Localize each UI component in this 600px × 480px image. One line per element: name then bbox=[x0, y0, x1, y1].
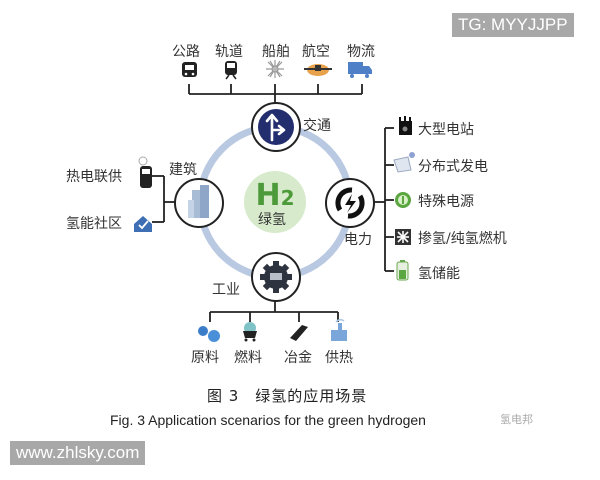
industry-item-heating: 供热 bbox=[325, 350, 353, 366]
special-power-icon bbox=[395, 192, 411, 208]
factory-icon bbox=[331, 318, 347, 341]
power-item-turbine: 掺氢/纯氢燃机 bbox=[418, 231, 507, 247]
train-icon bbox=[225, 61, 237, 80]
power-cycle-icon bbox=[335, 187, 365, 219]
power-hub bbox=[325, 178, 375, 228]
building-hub bbox=[174, 178, 224, 228]
industry-item-fuel: 燃料 bbox=[234, 350, 262, 366]
turbine-icon bbox=[395, 229, 411, 245]
solar-panel-icon bbox=[393, 152, 415, 173]
truck-icon bbox=[348, 62, 372, 78]
gear-icon bbox=[260, 261, 292, 293]
industry-item-feedstock: 原料 bbox=[191, 350, 219, 366]
caption-english: Fig. 3 Application scenarios for the gre… bbox=[110, 412, 426, 428]
industry-item-metallurgy: 冶金 bbox=[284, 350, 312, 366]
hub-label-power: 电力 bbox=[344, 232, 372, 248]
watermark-top-right: TG: MYYJJPP bbox=[452, 13, 574, 37]
ship-icon bbox=[266, 60, 284, 78]
building-item-chp: 热电联供 bbox=[66, 169, 122, 185]
chp-unit-icon bbox=[138, 156, 152, 188]
hub-label-transport: 交通 bbox=[303, 118, 331, 134]
center-disc bbox=[244, 171, 306, 233]
wechat-source-watermark: 氢电邦 bbox=[500, 413, 533, 426]
transport-hub bbox=[251, 102, 301, 152]
caption-chinese: 图 3 绿氢的应用场景 bbox=[207, 387, 368, 405]
steel-bar-icon bbox=[290, 325, 308, 341]
center-label: 绿氢 bbox=[258, 212, 286, 228]
transport-tree-lines bbox=[188, 84, 363, 103]
bus-icon bbox=[182, 62, 197, 77]
molecules-icon bbox=[198, 326, 220, 342]
building-tree-lines bbox=[152, 175, 175, 223]
airplane-icon bbox=[304, 64, 332, 76]
power-item-storage: 氢储能 bbox=[418, 266, 460, 282]
direction-arrows-icon bbox=[258, 109, 294, 145]
hub-label-industry: 工业 bbox=[212, 282, 240, 298]
power-station-icon bbox=[399, 116, 412, 135]
industry-tree-lines bbox=[209, 301, 339, 322]
transport-item-rail: 轨道 bbox=[215, 44, 243, 60]
building-icon bbox=[188, 185, 209, 218]
transport-item-aviation: 航空 bbox=[302, 44, 330, 60]
transport-item-road: 公路 bbox=[172, 44, 200, 60]
power-item-special: 特殊电源 bbox=[418, 194, 474, 210]
transport-item-logistics: 物流 bbox=[347, 44, 375, 60]
coal-cart-icon bbox=[243, 322, 257, 342]
watermark-bottom-left: www.zhlsky.com bbox=[10, 441, 146, 465]
power-item-large-station: 大型电站 bbox=[418, 122, 474, 138]
power-item-distributed: 分布式发电 bbox=[418, 159, 488, 175]
building-item-community: 氢能社区 bbox=[66, 216, 122, 232]
community-house-icon bbox=[134, 216, 152, 232]
power-tree-lines bbox=[374, 127, 394, 272]
hub-label-building: 建筑 bbox=[169, 162, 197, 178]
battery-icon bbox=[396, 260, 409, 281]
industry-hub bbox=[251, 252, 301, 302]
transport-item-ship: 船舶 bbox=[262, 44, 290, 60]
